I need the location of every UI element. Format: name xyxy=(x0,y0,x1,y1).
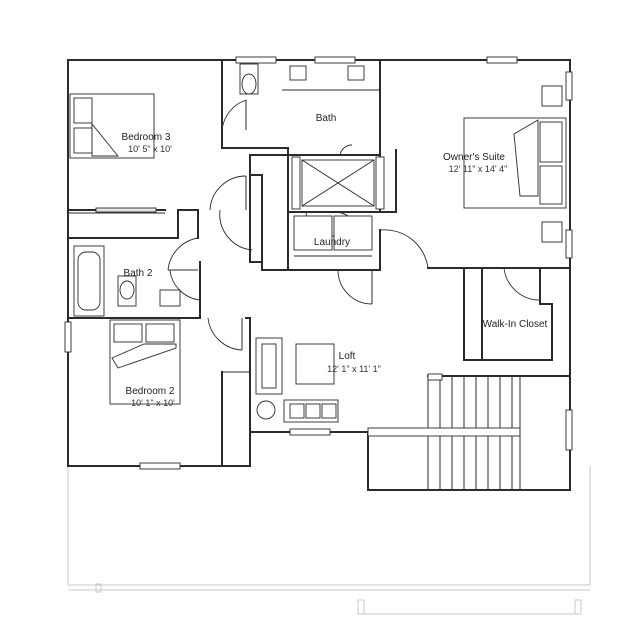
owners-suite-furniture xyxy=(463,85,567,243)
loft-furniture xyxy=(255,337,339,423)
owners-suite-dims: 12' 11" x 14' 4" xyxy=(449,164,508,174)
bedroom3-dims: 10' 5" x 10' xyxy=(128,144,172,154)
bedroom2-label: Bedroom 2 xyxy=(126,386,175,397)
bedroom3-label: Bedroom 3 xyxy=(122,132,171,143)
porch-outline xyxy=(67,466,591,615)
bath-fixtures xyxy=(239,63,385,210)
bath2-label: Bath 2 xyxy=(124,268,153,279)
laundry-label: Laundry xyxy=(314,237,350,248)
bedroom2-furniture xyxy=(109,319,181,405)
laundry-appliances xyxy=(293,215,373,257)
loft-dims: 12' 1" x 11' 1" xyxy=(327,364,381,374)
bedroom2-dims: 10' 1" x 10' xyxy=(131,398,175,408)
loft-label: Loft xyxy=(339,351,356,362)
stairs xyxy=(427,373,521,490)
bath2-fixtures xyxy=(73,245,181,317)
bath-label: Bath xyxy=(316,113,337,124)
windows xyxy=(64,56,573,470)
owners-suite-label: Owner's Suite xyxy=(443,152,505,163)
walk-in-closet-label: Walk-In Closet xyxy=(483,319,548,330)
interior-walls xyxy=(67,59,571,467)
bedroom3-furniture xyxy=(69,93,157,213)
